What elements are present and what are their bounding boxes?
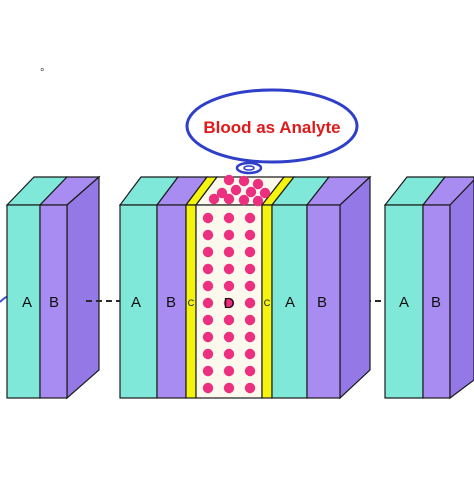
blood-dot <box>230 184 242 196</box>
left-layer-a <box>6 204 41 399</box>
right-layer-a <box>384 204 424 399</box>
analyte-callout: Blood as Analyte <box>185 88 359 175</box>
blood-dot <box>202 314 214 326</box>
blood-dot <box>223 348 235 360</box>
stray-degree-mark: ° <box>40 67 44 79</box>
blood-dot <box>223 382 235 394</box>
left-layer-b <box>39 204 68 399</box>
blood-dot <box>202 246 214 258</box>
right-layer-b <box>422 204 451 399</box>
center-label-a2: A <box>285 294 295 311</box>
blood-dot <box>244 314 256 326</box>
blood-dot <box>223 263 235 275</box>
blood-dot <box>245 186 257 198</box>
blood-dot <box>244 246 256 258</box>
right-label-a: A <box>399 294 409 311</box>
right-b-side <box>449 179 474 400</box>
callout-tail-inner <box>243 165 255 171</box>
blood-dot <box>208 193 220 205</box>
blood-dot <box>244 263 256 275</box>
blood-dot <box>244 297 256 309</box>
blood-dot <box>252 195 264 207</box>
blood-dot <box>202 263 214 275</box>
center-label-b2: B <box>317 294 327 311</box>
blood-dot <box>223 246 235 258</box>
blood-dot <box>244 382 256 394</box>
center-label-b1: B <box>166 294 176 311</box>
blood-dot <box>244 229 256 241</box>
blood-dot <box>202 331 214 343</box>
center-stack: A B C D C A B <box>118 174 372 400</box>
left-label-b: B <box>49 294 59 311</box>
center-label-c2: C <box>264 298 271 308</box>
left-b-side <box>66 175 100 400</box>
callout-bubble <box>185 88 359 164</box>
blood-dot <box>223 229 235 241</box>
blood-dot <box>252 178 264 190</box>
center-layer-a1 <box>119 204 158 399</box>
left-label-a: A <box>22 294 32 311</box>
left-stack: A B <box>5 175 101 400</box>
right-stack: A B <box>383 176 474 400</box>
callout-tail-outer <box>235 161 263 175</box>
blood-dot <box>216 187 228 199</box>
blood-dot <box>244 280 256 292</box>
blood-dot <box>202 280 214 292</box>
blood-dot <box>202 365 214 377</box>
blood-dot <box>202 348 214 360</box>
blood-dot-field <box>202 174 271 394</box>
blood-dot <box>202 297 214 309</box>
blood-dot <box>244 365 256 377</box>
center-b2-side <box>339 175 371 400</box>
blood-dot <box>202 212 214 224</box>
blood-dot <box>202 229 214 241</box>
blood-dot <box>223 280 235 292</box>
blood-dot <box>223 314 235 326</box>
right-label-b: B <box>431 294 441 311</box>
blood-dot <box>223 365 235 377</box>
blood-dot <box>238 175 250 187</box>
blood-dot <box>223 193 235 205</box>
blood-dot <box>244 331 256 343</box>
blood-dot <box>259 187 271 199</box>
blood-dot <box>223 212 235 224</box>
center-layer-b2 <box>306 204 341 399</box>
blood-dot <box>202 382 214 394</box>
blood-dot <box>223 297 235 309</box>
blood-dot <box>244 212 256 224</box>
blood-dot <box>223 174 235 186</box>
callout-text: Blood as Analyte <box>203 118 340 137</box>
blood-dot <box>223 331 235 343</box>
center-label-d: D <box>224 295 235 312</box>
blood-dot <box>238 194 250 206</box>
center-label-c1: C <box>188 298 195 308</box>
center-layer-b1 <box>156 204 187 399</box>
blood-dot <box>244 348 256 360</box>
center-label-a1: A <box>131 294 141 311</box>
